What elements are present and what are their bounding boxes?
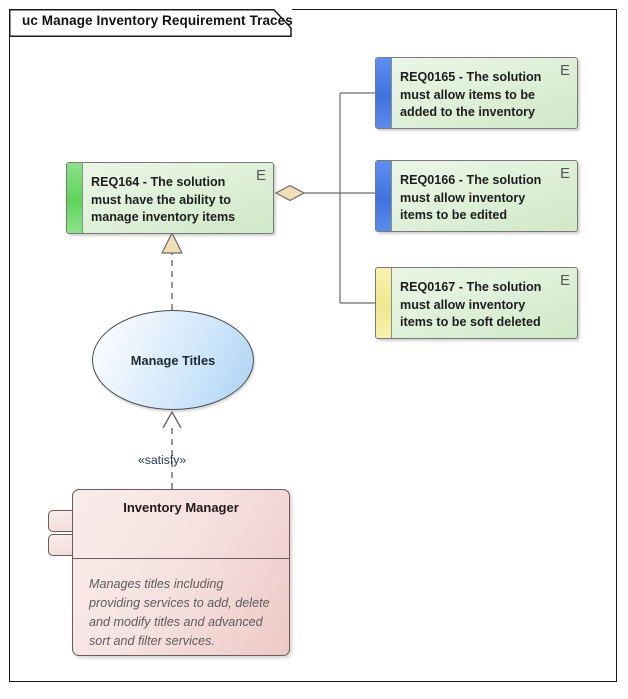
component-description: Manages titles including providing servi… [89,577,270,648]
requirement-REQ0166[interactable]: E REQ0166 - The solution must allow inve… [375,160,578,232]
frame-title-text: uc Manage Inventory Requirement Traces [22,13,293,28]
component-title: Inventory Manager [123,500,239,515]
usecase-label: Manage Titles [130,352,216,368]
requirement-REQ164[interactable]: E REQ164 - The solution must have the ab… [66,162,274,234]
embedded-marker-icon: E [559,272,570,289]
requirement-color-bar [376,268,392,338]
requirement-color-bar [376,161,392,231]
requirement-color-bar [376,58,392,128]
requirement-REQ0165[interactable]: E REQ0165 - The solution must allow item… [375,57,578,129]
requirement-color-bar [67,163,83,233]
requirement-text: REQ164 - The solution must have the abil… [91,175,236,224]
component-inventory-manager[interactable]: Inventory Manager Manages titles includi… [72,489,290,656]
usecase-manage-titles[interactable]: Manage Titles [92,310,254,410]
requirement-text: REQ0165 - The solution must allow items … [400,70,542,119]
satisfy-stereotype-label: «satisfy» [138,453,187,467]
requirement-REQ0167[interactable]: E REQ0167 - The solution must allow inve… [375,267,578,339]
embedded-marker-icon: E [559,165,570,182]
embedded-marker-icon: E [255,167,266,184]
requirement-text: REQ0166 - The solution must allow invent… [400,173,542,222]
embedded-marker-icon: E [559,62,570,79]
requirement-text: REQ0167 - The solution must allow invent… [400,280,542,329]
frame-title-tab [9,9,292,37]
component-divider [73,558,289,559]
